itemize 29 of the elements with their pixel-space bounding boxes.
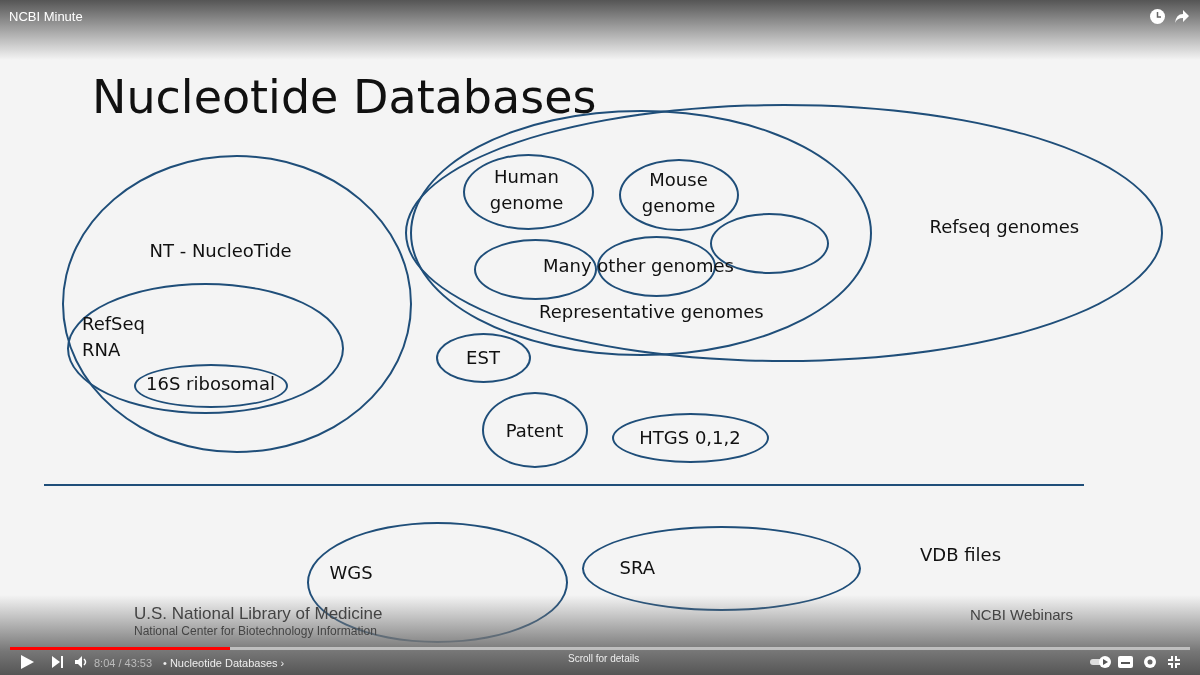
database-ellipse: [134, 364, 288, 408]
database-ellipse: [436, 333, 531, 383]
node-label: SRA: [619, 555, 657, 580]
database-ellipse: [463, 154, 594, 230]
database-ellipse: [582, 526, 861, 611]
time-display: 8:04 / 43:53: [94, 657, 153, 669]
database-ellipse: [482, 392, 588, 468]
node-label: RefSeq RNA: [82, 312, 147, 362]
node-label: NT - NucleoTide: [149, 238, 293, 263]
chapter-link: • Nucleotide Databases ›: [163, 657, 285, 669]
node-label: Representative genomes: [539, 300, 765, 324]
group-label: VDB files: [920, 544, 1002, 565]
database-ellipse: [612, 413, 769, 463]
database-ellipse: [619, 159, 739, 231]
slide-title: Nucleotide Databases: [92, 70, 597, 124]
ellipse-outline: [474, 239, 597, 300]
node-label: Refseq genomes: [929, 214, 1081, 239]
video-title: NCBI Minute: [9, 9, 83, 24]
node-label: WGS: [329, 560, 374, 585]
scroll-hint: Scroll for details: [568, 653, 640, 664]
database-ellipse: [66, 282, 344, 414]
node-label: 16S ribosomal: [145, 371, 276, 396]
node-label: EST: [465, 345, 501, 370]
series-name: NCBI Webinars: [970, 606, 1074, 623]
node-label: Human genome: [488, 164, 565, 215]
node-label: Mouse genome: [640, 167, 717, 218]
node-label: HTGS 0,1,2: [638, 425, 742, 450]
database-ellipse: [62, 155, 412, 453]
node-label: Patent: [504, 418, 565, 443]
